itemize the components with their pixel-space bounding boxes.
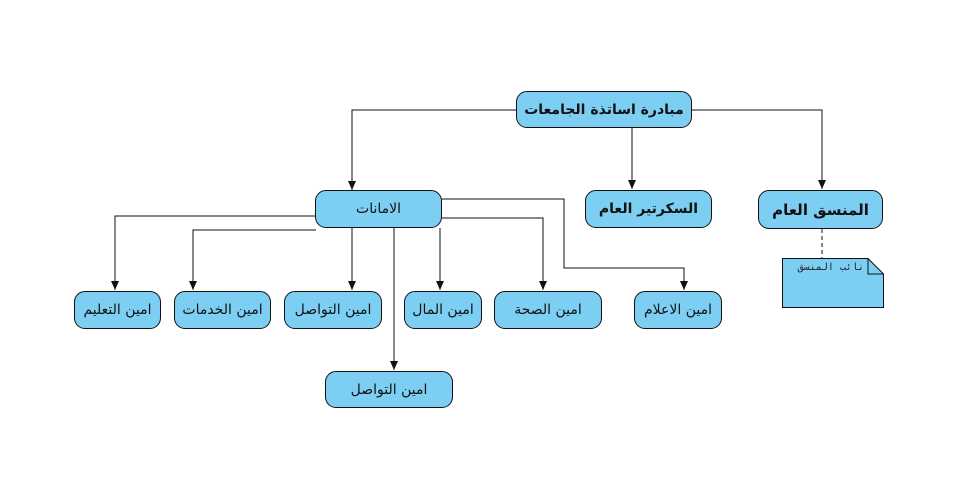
edge-amanat-ilam bbox=[442, 198, 688, 290]
root-node: مبادرة اساتذة الجامعات bbox=[516, 91, 692, 128]
coordinator-node: المنسق العام bbox=[758, 190, 883, 229]
edge-amanat-seha bbox=[442, 217, 547, 290]
amanat-node: الامانات bbox=[315, 190, 442, 228]
secretary-node: السكرتير العام bbox=[585, 190, 712, 228]
deputy-note-label: نائب المنسق bbox=[797, 262, 864, 273]
edge-amanat-taleem bbox=[111, 215, 316, 290]
child-node-taleem: امين التعليم bbox=[74, 291, 161, 329]
child-node-seha: امين الصحة bbox=[494, 291, 602, 329]
child-node-khadamat: امين الخدمات bbox=[174, 291, 271, 329]
edge-root-coordinator bbox=[692, 109, 826, 189]
child-node-ilam: امين الاعلام bbox=[634, 291, 722, 329]
deputy-note: نائب المنسق bbox=[782, 258, 884, 308]
edge-amanat-khadamat bbox=[189, 229, 316, 290]
child-node-tawasol: امين التواصل bbox=[284, 291, 382, 329]
edge-root-amanat bbox=[348, 109, 516, 190]
child-node-mal: امين المال bbox=[404, 291, 482, 329]
bottom-node-tawasol: امين التواصل bbox=[325, 371, 453, 408]
